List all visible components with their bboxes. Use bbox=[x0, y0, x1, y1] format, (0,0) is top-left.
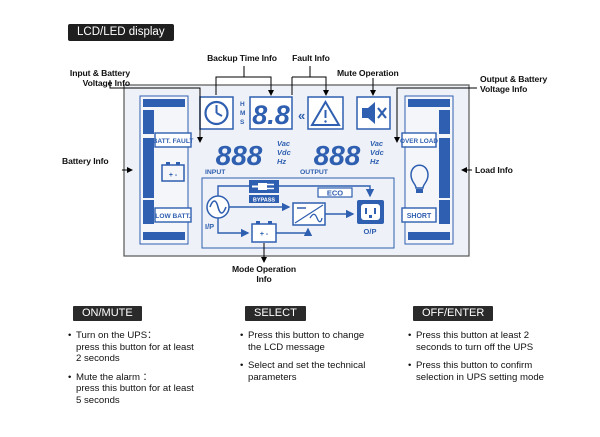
short-indicator bbox=[401, 207, 437, 223]
input-digits: 888 bbox=[216, 140, 263, 171]
input-label: INPUT bbox=[205, 169, 226, 176]
diagram-title: LCD/LED display bbox=[68, 24, 174, 41]
output-digits: 888 bbox=[314, 140, 361, 171]
backup-time-digits: 8.8 bbox=[252, 100, 290, 130]
on-mute-description: •Turn on the UPS： press this button for … bbox=[68, 330, 243, 413]
low-batt-text: LOW BATT. bbox=[155, 213, 191, 220]
inverter-icon bbox=[292, 202, 326, 226]
battery-icon: + - bbox=[161, 162, 185, 182]
on-mute-badge: ON/MUTE bbox=[73, 306, 142, 321]
select-badge: SELECT bbox=[245, 306, 306, 321]
select-description: •Press this button to change the LCD mes… bbox=[240, 330, 410, 390]
select-item-2: •Select and set the technical parameters bbox=[240, 360, 366, 383]
input-unit-hz: Hz bbox=[277, 157, 286, 166]
mode-flow-frame bbox=[201, 177, 395, 249]
callout-mode-operation: Mode Operation Info bbox=[231, 264, 296, 284]
callout-mute: Mute Operation bbox=[337, 68, 399, 78]
clock-icon bbox=[199, 96, 234, 130]
left-bargraph bbox=[139, 95, 189, 245]
off-enter-description: •Press this button at least 2 seconds to… bbox=[408, 330, 593, 390]
input-unit-vdc: Vdc bbox=[277, 148, 292, 157]
batt-fault-text: BATT. FAULT bbox=[153, 138, 194, 145]
eco-indicator bbox=[317, 187, 353, 198]
ac-input-icon bbox=[206, 195, 230, 219]
load-bulb-icon bbox=[410, 164, 429, 193]
select-item-1: •Press this button to change the LCD mes… bbox=[240, 330, 365, 353]
mute-speaker-icon bbox=[356, 96, 391, 130]
callout-battery-info: Battery Info bbox=[62, 156, 109, 166]
short-text: SHORT bbox=[407, 213, 432, 220]
off-enter-badge: OFF/ENTER bbox=[413, 306, 494, 321]
eco-label: ECO bbox=[327, 189, 343, 198]
battery-sign-2: + - bbox=[260, 231, 269, 238]
off-enter-item-1: •Press this button at least 2 seconds to… bbox=[408, 330, 534, 353]
fault-warning-icon bbox=[307, 96, 344, 130]
time-unit-h: H bbox=[240, 101, 245, 108]
callout-backup-time: Backup Time Info bbox=[207, 53, 277, 63]
batt-fault-indicator bbox=[154, 132, 192, 148]
off-enter-item-2: •Press this button to confirm selection … bbox=[408, 360, 544, 383]
output-socket-icon bbox=[357, 200, 384, 224]
output-unit-vac: Vac bbox=[370, 139, 384, 148]
over-load-text: OVER LOAD bbox=[400, 138, 438, 145]
ip-label: I/P bbox=[205, 222, 214, 231]
arrows-indicator: « bbox=[298, 108, 305, 123]
op-label: O/P bbox=[364, 227, 377, 236]
time-unit-s: S bbox=[240, 119, 245, 126]
low-batt-indicator bbox=[154, 207, 192, 223]
output-unit-vdc: Vdc bbox=[370, 148, 385, 157]
battery-sign: + - bbox=[169, 172, 178, 179]
bypass-plug-icon bbox=[249, 180, 279, 193]
over-load-indicator bbox=[401, 132, 437, 148]
output-unit-hz: Hz bbox=[370, 157, 379, 166]
flow-battery-icon: + - bbox=[251, 221, 277, 243]
input-unit-vac: Vac bbox=[277, 139, 291, 148]
output-label: OUTPUT bbox=[300, 169, 329, 176]
callout-output-battery: Output & Battery Voltage Info bbox=[480, 74, 548, 94]
callout-fault: Fault Info bbox=[292, 53, 330, 63]
on-mute-item-2: •Mute the alarm ： press this button for … bbox=[68, 371, 194, 406]
time-unit-m: M bbox=[240, 110, 245, 117]
callout-load-info: Load Info bbox=[475, 165, 513, 175]
bypass-label: BYPASS bbox=[253, 198, 276, 204]
callout-input-battery: Input & Battery Voltage Info bbox=[69, 68, 130, 88]
on-mute-item-1: •Turn on the UPS： press this button for … bbox=[68, 330, 194, 364]
